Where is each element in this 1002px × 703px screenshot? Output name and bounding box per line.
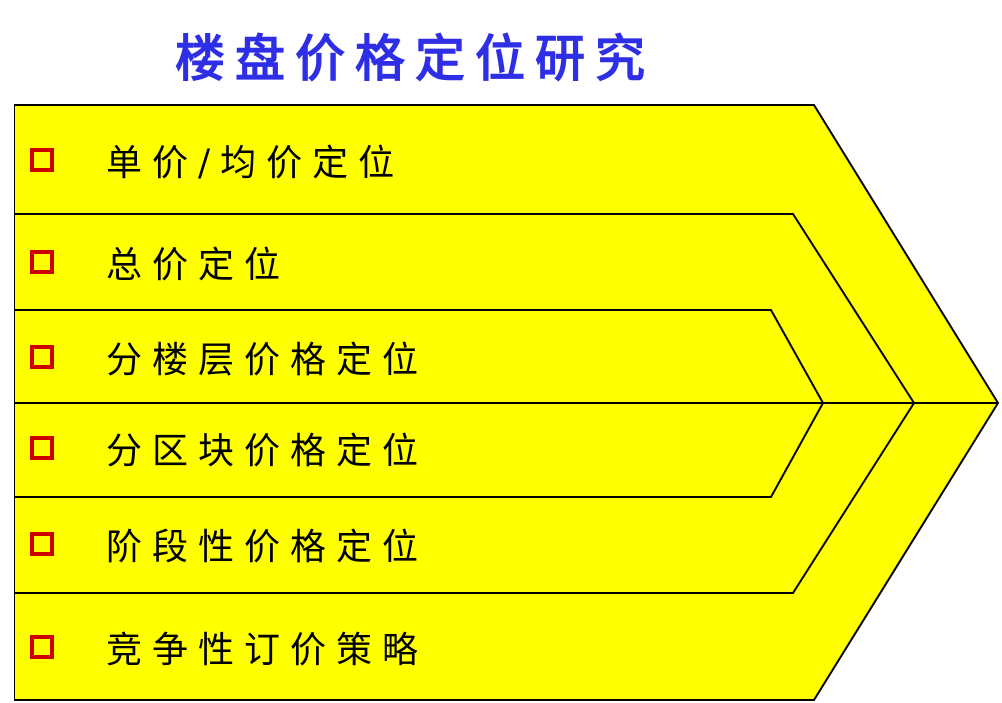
item-label: 总价定位	[106, 245, 291, 286]
list-item: 分楼层价格定位	[30, 337, 428, 381]
page-title: 楼盘价格定位研究	[175, 30, 655, 88]
checkbox-icon[interactable]	[30, 635, 54, 659]
item-label: 分楼层价格定位	[106, 340, 429, 381]
checkbox-icon[interactable]	[30, 250, 54, 274]
item-label: 竞争性订价策略	[106, 630, 429, 671]
checkbox-icon[interactable]	[30, 345, 54, 369]
item-label: 单价/均价定位	[106, 143, 405, 184]
checkbox-icon[interactable]	[30, 436, 54, 460]
list-item: 单价/均价定位	[30, 140, 404, 184]
checkbox-icon[interactable]	[30, 148, 54, 172]
item-label: 分区块价格定位	[106, 431, 429, 472]
list-item: 竞争性订价策略	[30, 627, 428, 671]
list-item: 分区块价格定位	[30, 428, 428, 472]
item-label: 阶段性价格定位	[106, 527, 429, 568]
list-item: 总价定位	[30, 242, 290, 286]
checkbox-icon[interactable]	[30, 532, 54, 556]
list-item: 阶段性价格定位	[30, 524, 428, 568]
